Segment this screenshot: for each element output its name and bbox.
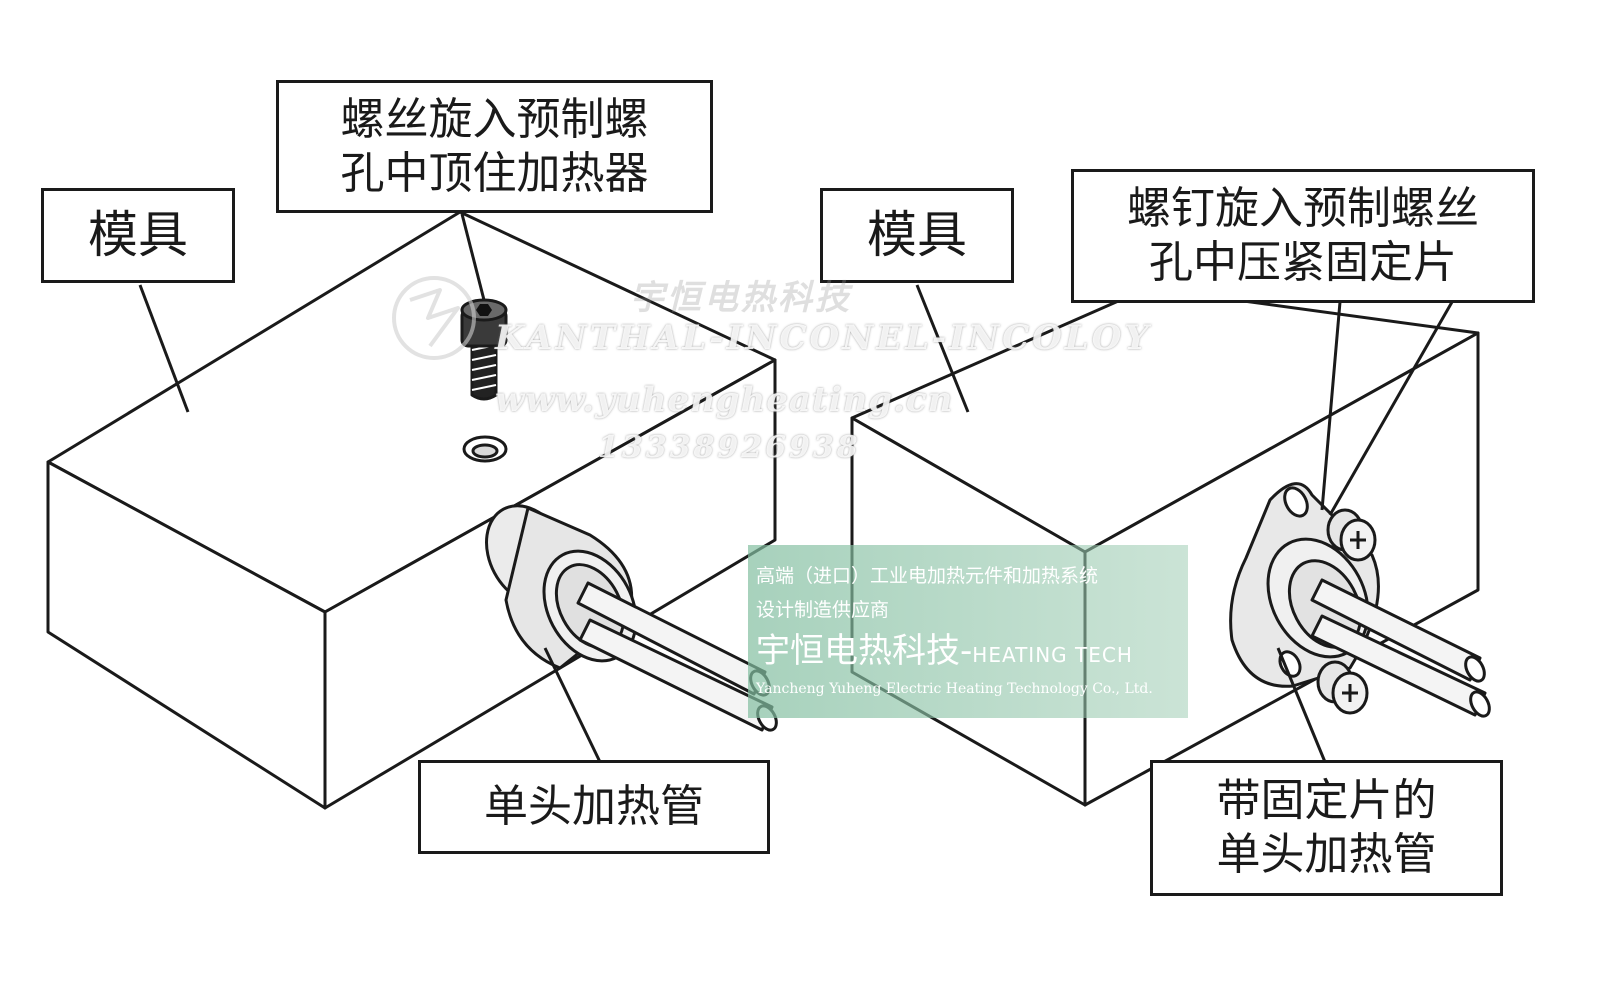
leader-mold-left (138, 284, 190, 413)
fixing-bolt-top-icon (1326, 508, 1377, 562)
leader-mold-right (915, 284, 970, 413)
callout-screw-note-line2: 孔中顶住加热器 (340, 147, 649, 199)
callout-mold-left: 模具 (41, 188, 235, 283)
leader-bolt-top-2 (1328, 301, 1454, 516)
leader-bolt-top (1320, 301, 1342, 511)
watermark-panel-brand-en: HEATING TECH (972, 643, 1133, 667)
callout-bolt-note-line1: 螺钉旋入预制螺丝 (1127, 183, 1479, 235)
left-heater-tube (485, 504, 778, 732)
watermark-panel-company-en: Yancheng Yuheng Electric Heating Technol… (756, 681, 1153, 697)
watermark-panel-line1: 高端（进口）工业电加热元件和加热系统 (756, 565, 1099, 587)
leader-lines (138, 213, 1454, 763)
leader-heater-right (1276, 647, 1327, 763)
callout-screw-note: 螺丝旋入预制螺 孔中顶住加热器 (276, 80, 713, 213)
watermark-panel: 高端（进口）工业电加热元件和加热系统 设计制造供应商 宇恒电热科技-HEATIN… (748, 545, 1188, 718)
watermark-panel-brand: 宇恒电热科技-HEATING TECH (756, 629, 1180, 677)
callout-mold-left-text: 模具 (88, 206, 188, 264)
callout-screw-note-line1: 螺丝旋入预制螺 (340, 93, 649, 145)
callout-mold-right-text: 模具 (867, 206, 967, 264)
callout-heater-right-line2: 单头加热管 (1216, 829, 1437, 880)
callout-heater-left-text: 单头加热管 (484, 781, 704, 833)
callout-mold-right: 模具 (820, 188, 1014, 283)
callout-heater-right-line1: 带固定片的 (1216, 775, 1437, 827)
callout-bolt-note: 螺钉旋入预制螺丝 孔中压紧固定片 (1071, 169, 1535, 303)
watermark-logo-icon (392, 276, 476, 360)
callout-bolt-note-line2: 孔中压紧固定片 (1149, 237, 1457, 288)
callout-heater-right: 带固定片的 单头加热管 (1150, 760, 1503, 896)
callout-heater-left: 单头加热管 (418, 760, 770, 854)
watermark-panel-brand-cn: 宇恒电热科技- (756, 631, 973, 671)
leader-screw (460, 213, 486, 301)
leader-heater-left (543, 647, 602, 763)
watermark-panel-line2: 设计制造供应商 (756, 599, 890, 621)
threaded-hole (462, 435, 508, 463)
fixing-bolt-bottom-icon (1316, 660, 1369, 715)
